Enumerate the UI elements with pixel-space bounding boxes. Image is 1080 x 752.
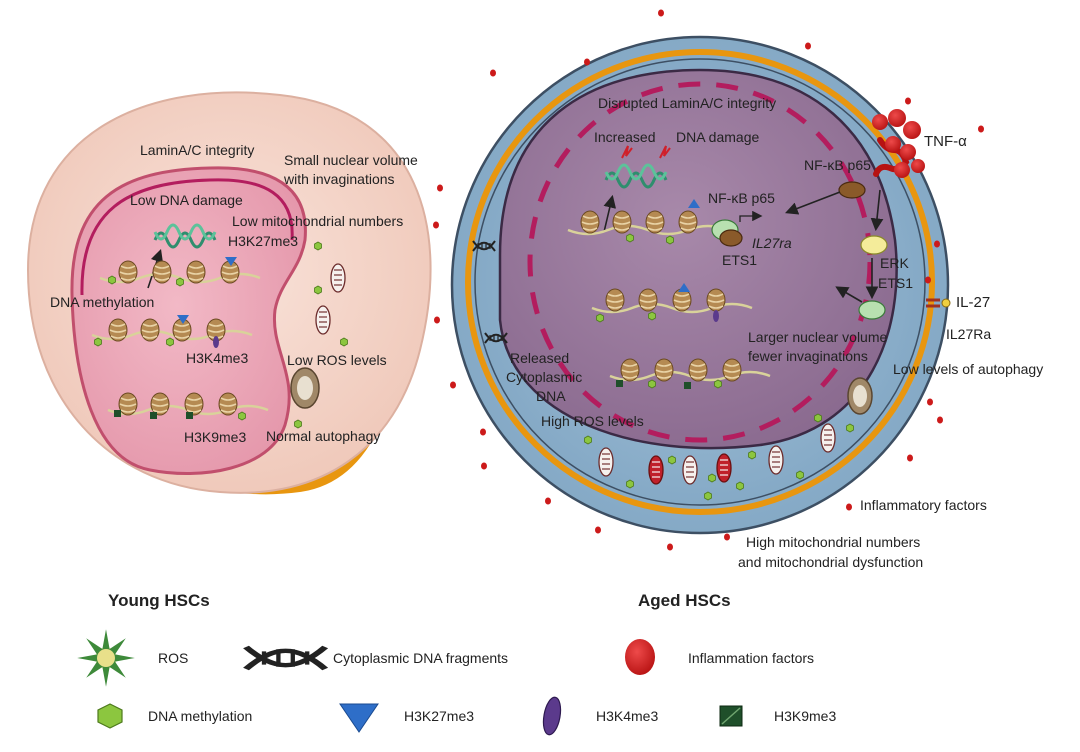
label-low-dna-damage: Low DNA damage: [130, 192, 243, 208]
label-il27ra-receptor: IL27Ra: [946, 326, 991, 342]
young-chromatin-row-1: [99, 257, 261, 287]
aged-autophagosome: [847, 377, 873, 415]
label-increased: Increased: [594, 129, 655, 145]
label-low-ros: Low ROS levels: [287, 352, 387, 368]
nfkb-p65-cytoplasmic-icon: [838, 181, 866, 199]
label-inflammatory-factors: Inflammatory factors: [860, 497, 987, 513]
aged-chromatin-row-1: [567, 199, 763, 247]
label-aged-dna-damage: DNA damage: [676, 129, 759, 145]
dna-methylation-icon: [97, 703, 123, 729]
label-released-2: Cytoplasmic: [506, 369, 582, 385]
aged-chromatin-row-3: [609, 358, 771, 389]
aged-hsc-cell: Disrupted LaminA/C integrity Increased D…: [450, 35, 1043, 570]
h3k27me3-icon: [339, 703, 379, 733]
young-lamina: [80, 178, 294, 296]
label-young-h3k9me3: H3K9me3: [184, 429, 246, 445]
legend-h3k9me3: H3K9me3: [774, 708, 836, 724]
legend-h3k27me3: H3K27me3: [404, 708, 474, 724]
legend: ROS Cytoplasmic DNA fragments Inflammati…: [77, 629, 836, 736]
label-dna-methylation: DNA methylation: [50, 294, 154, 310]
label-lamin-integrity: LaminA/C integrity: [140, 142, 254, 158]
h3k27me3-mark-icon: [225, 257, 237, 266]
legend-dna-methylation: DNA methylation: [148, 708, 252, 724]
aged-nucleus: [498, 68, 898, 450]
label-larger-nuclear-2: fewer invaginations: [748, 348, 868, 364]
label-erk: ERK: [880, 255, 909, 271]
h3k4me3-icon: [542, 696, 562, 736]
young-chromatin-row-2: [91, 315, 253, 348]
label-high-mito-2: and mitochondrial dysfunction: [738, 554, 923, 570]
title-aged-hscs: Aged HSCs: [638, 591, 731, 610]
label-low-mito: Low mitochondrial numbers: [232, 213, 403, 229]
label-tnf-alpha: TNF-α: [924, 133, 967, 150]
aged-disrupted-lamina: [527, 81, 873, 443]
ros-icon: [77, 629, 135, 687]
label-nfkb-inner: NF-κB p65: [708, 190, 775, 206]
label-high-mito-1: High mitochondrial numbers: [746, 534, 920, 550]
label-small-nuclear-1: Small nuclear volume: [284, 152, 418, 168]
erk-icon: [860, 235, 888, 255]
tnf-alpha-icon: [872, 109, 925, 178]
label-ets1-inner: ETS1: [722, 252, 757, 268]
aged-membrane: [465, 49, 935, 515]
label-released-1: Released: [510, 350, 569, 366]
label-high-ros: High ROS levels: [541, 413, 644, 429]
cytoplasmic-dna-icon: [246, 647, 325, 669]
inflammation-factor-icon: [625, 639, 655, 675]
label-normal-autophagy: Normal autophagy: [266, 428, 380, 444]
ets1-cytoplasmic-icon: [858, 300, 886, 320]
label-disrupted-lamin: Disrupted LaminA/C integrity: [598, 95, 776, 111]
title-young-hscs: Young HSCs: [108, 591, 210, 610]
young-hsc-cell: LaminA/C integrity Small nuclear volume …: [26, 91, 432, 495]
label-ets1-outer: ETS1: [878, 275, 913, 291]
ets1-bound-icon: [719, 229, 743, 247]
label-il27: IL-27: [956, 294, 990, 311]
legend-cyto-dna: Cytoplasmic DNA fragments: [333, 650, 508, 666]
label-nfkb-outer: NF-κB p65: [804, 157, 871, 173]
label-larger-nuclear-1: Larger nuclear volume: [748, 329, 888, 345]
legend-h3k4me3: H3K4me3: [596, 708, 658, 724]
label-low-autophagy: Low levels of autophagy: [893, 361, 1043, 377]
young-chromatin-row-3: [107, 392, 269, 421]
label-released-3: DNA: [536, 388, 566, 404]
label-il27ra-gene: IL27ra: [752, 235, 792, 251]
legend-inflammation: Inflammation factors: [688, 650, 814, 666]
label-young-h3k27me3: H3K27me3: [228, 233, 298, 249]
label-young-h3k4me3: H3K4me3: [186, 350, 248, 366]
inflammation-factor-dots: [433, 9, 984, 551]
young-autophagosome: [290, 367, 320, 429]
legend-ros: ROS: [158, 650, 188, 666]
label-small-nuclear-2: with invaginations: [283, 171, 395, 187]
aged-chromatin-row-2: [591, 283, 753, 323]
il27-receptor-icon: [926, 298, 951, 308]
